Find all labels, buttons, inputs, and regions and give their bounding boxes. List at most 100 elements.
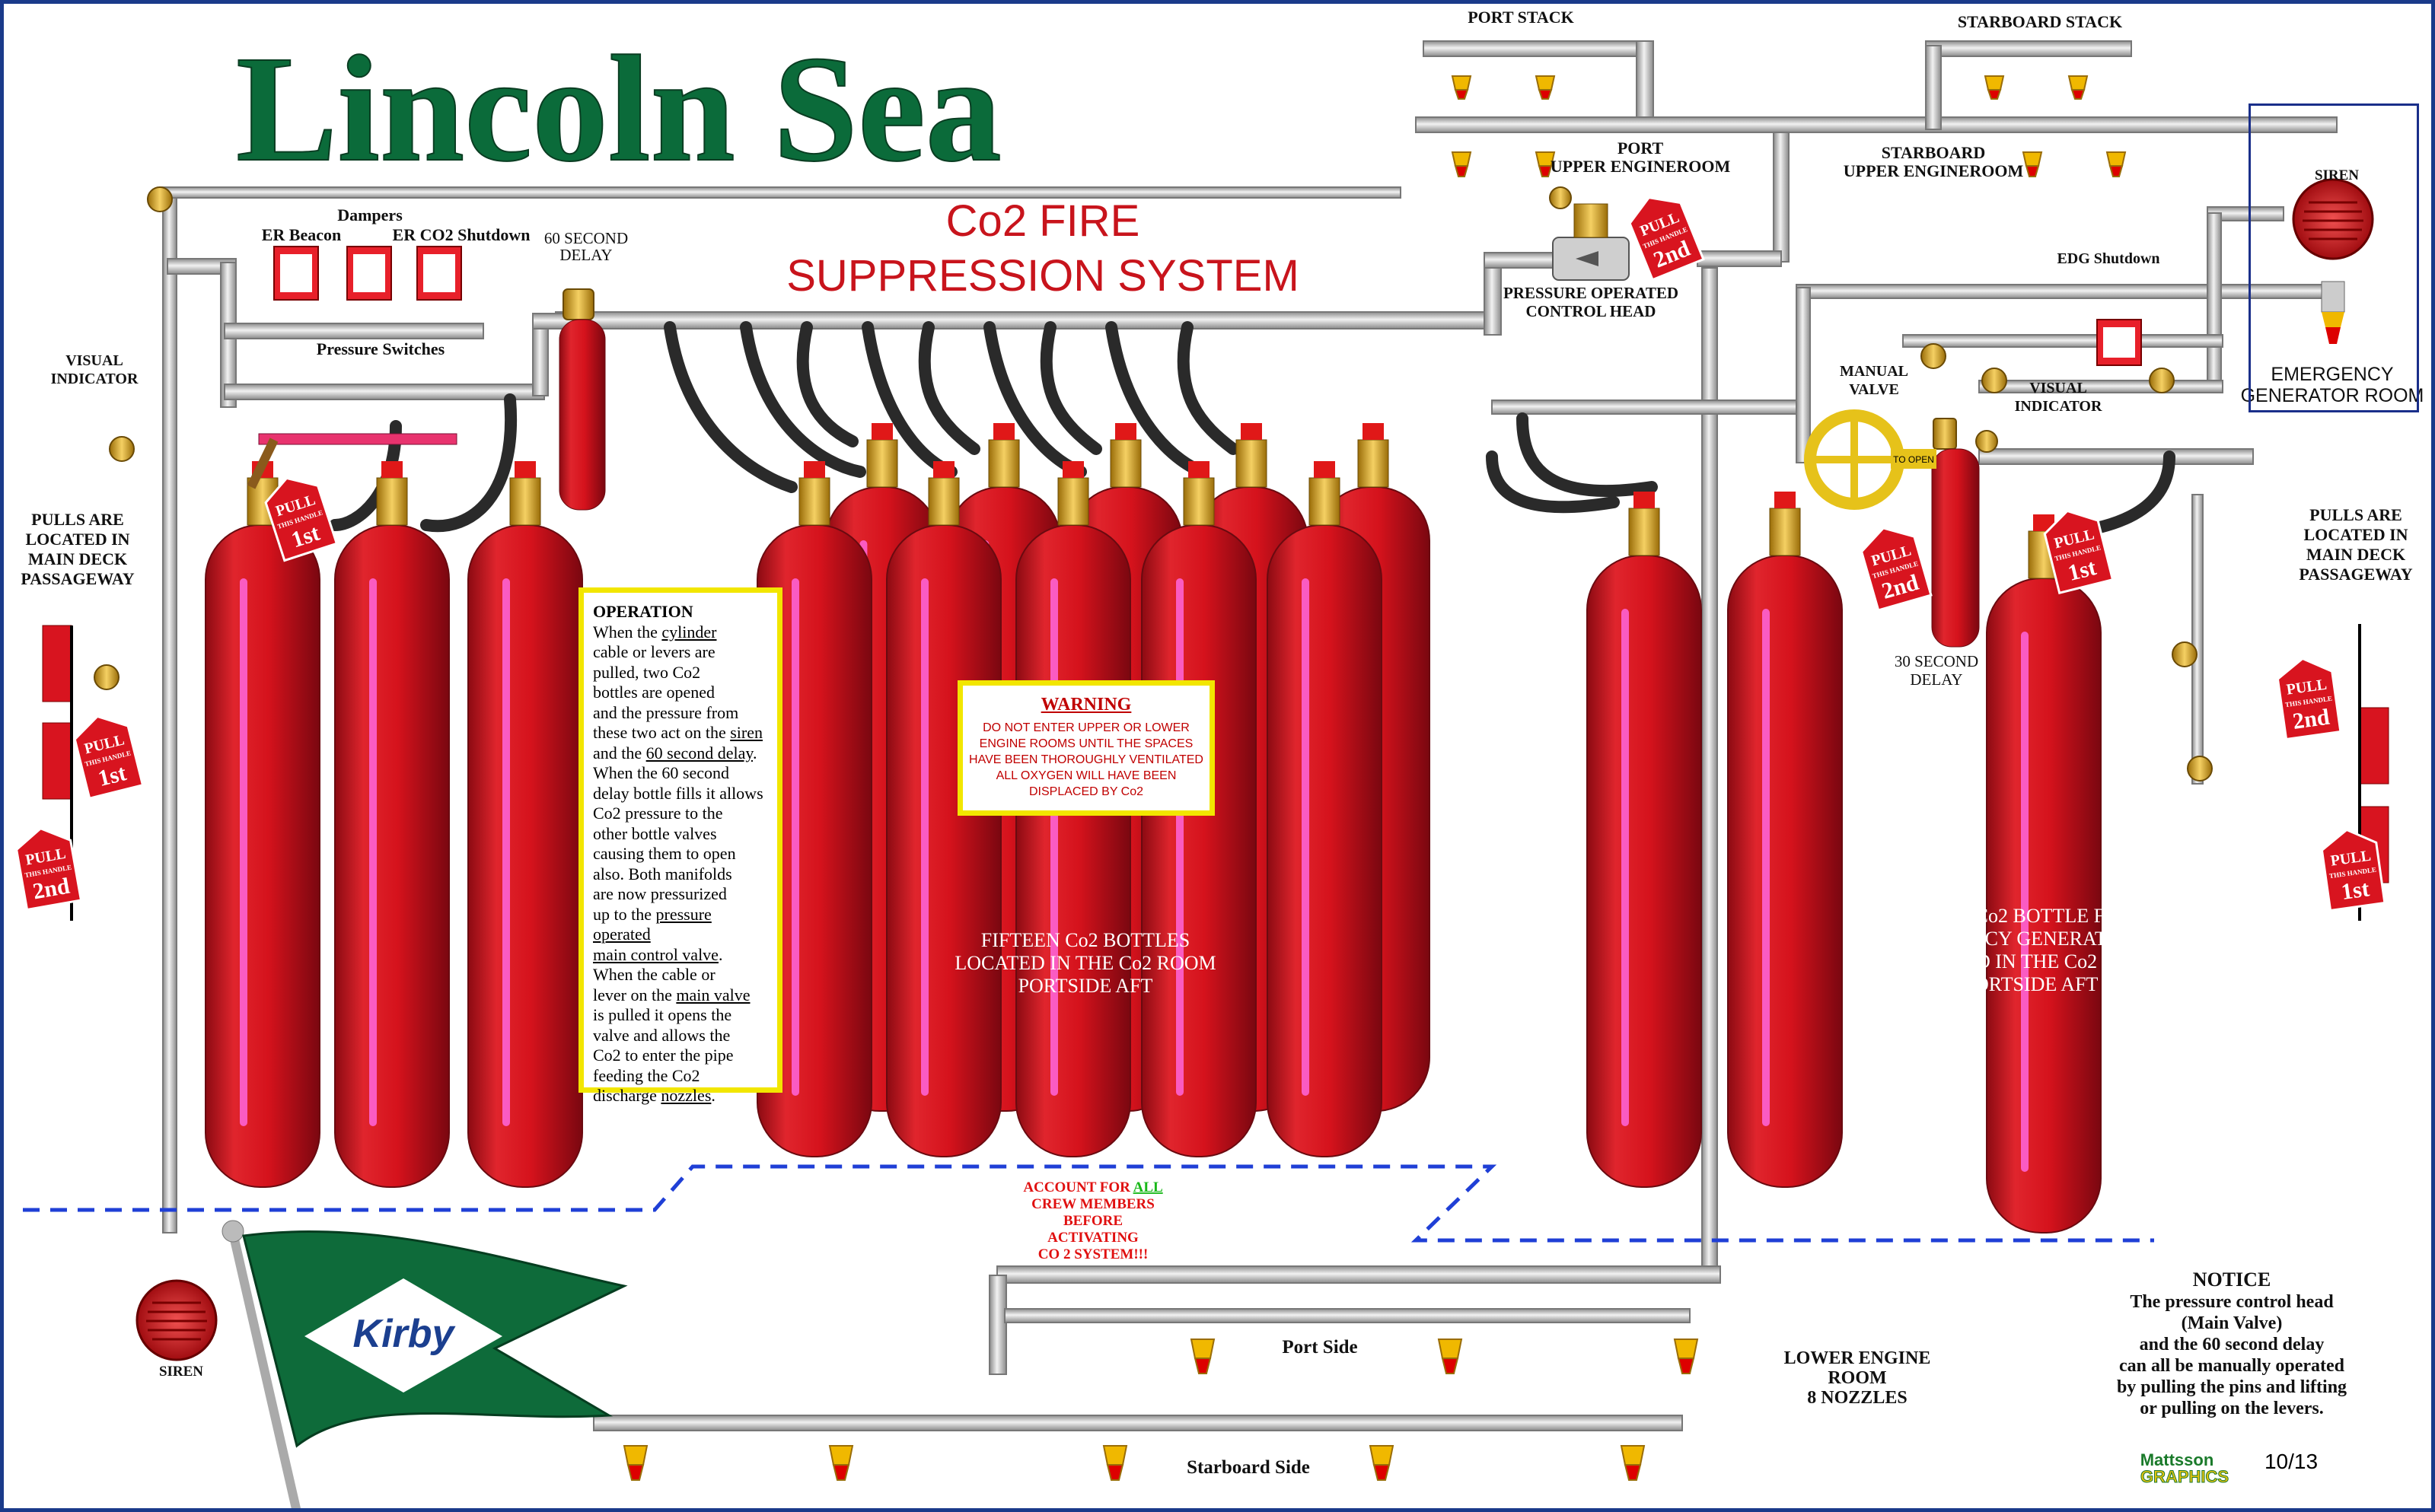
cylinder-valve [989,440,1019,487]
pressure-control-head[interactable] [1553,204,1629,280]
co2-cylinder [1587,555,1701,1187]
siren-left-label: SIREN [159,1364,203,1380]
operation-line: and the 60 second delay. [593,743,768,764]
co2-cylinder [206,525,320,1187]
pulls-right-3: MAIN DECK [2306,545,2405,564]
mattsson-logo-2: GRAPHICS [2140,1467,2229,1486]
cylinder-cap [1115,423,1136,440]
co2-cylinder [1142,525,1256,1157]
one-bottle-label-4: PORTSIDE AFT [1964,973,2099,995]
operation-text: When the cylindercable or levers arepull… [593,622,768,1106]
operation-line: these two act on the siren [593,723,768,743]
cylinder-highlight [502,578,510,1126]
delay-60-label-1: 60 SECOND [544,229,628,247]
delay-30-label-1: 30 SECOND [1895,652,1978,670]
pull-tag-order: 2nd [2291,704,2331,734]
cylinder-cap [804,461,825,478]
pulls-left-3: MAIN DECK [28,549,127,568]
cylinder-valve [1770,508,1800,555]
cylinder-highlight [1050,578,1058,1096]
pressure-head-label-2: CONTROL HEAD [1526,302,1656,320]
lower-er-label-3: 8 NOZZLES [1807,1388,1907,1408]
co2-cylinder [468,525,582,1187]
co2-cylinder [335,525,449,1187]
notice-line-4: and the 60 second delay [2140,1335,2325,1354]
operation-line: causing them to open [593,844,768,864]
manual-valve-label-1: MANUAL [1840,363,1908,380]
operation-line: lever on the main valve [593,985,768,1006]
stbd-upper-label-2: UPPER ENGINEROOM [1844,161,2024,180]
operation-line: and the pressure from [593,703,768,724]
cylinder-valve [1309,478,1340,525]
cylinder-highlight [2021,632,2029,1172]
operation-line: main control valve. [593,945,768,966]
visual-indicator-label-1: VISUAL [65,352,123,369]
pulls-left-1: PULLS ARE [31,510,124,529]
cylinder-valve [377,478,407,525]
warning-line: DISPLACED BY Co2 [963,784,1210,800]
pressure-head-label-1: PRESSURE OPERATED [1503,284,1678,302]
lower-nozzles [624,1339,1697,1480]
operation-line: other bottle valves [593,824,768,845]
operation-line: bottles are opened [593,683,768,703]
manual-lever-bar[interactable] [259,434,457,444]
cylinder-cap [381,461,403,478]
edg-shutdown-label: EDG Shutdown [2057,250,2159,267]
system-subtitle-1: Co2 FIRE [946,196,1140,246]
account-line-3: BEFORE [1063,1213,1123,1229]
cylinder-cap [872,423,893,440]
cylinder-valve [929,478,959,525]
pulls-left-2: LOCATED IN [25,530,129,549]
cylinder-highlight [921,578,929,1096]
fifteen-label-2: LOCATED IN THE Co2 ROOM [955,952,1216,974]
fifteen-label-3: PORTSIDE AFT [1018,975,1153,997]
cylinder-cap [1188,461,1210,478]
pulls-right-1: PULLS ARE [2309,505,2402,524]
emergency-generator-room-box [2249,103,2419,412]
cylinder-valve [1184,478,1214,525]
cylinder-cap [1063,461,1084,478]
co2-cylinder [887,525,1001,1157]
operation-line: discharge nozzles. [593,1086,768,1106]
cylinder-valve [1629,508,1659,555]
siren-left-icon [137,1281,216,1360]
notice-line-3: (Main Valve) [2182,1313,2283,1333]
operation-line: is pulled it opens the [593,1005,768,1026]
co2-cylinder [1728,555,1842,1187]
notice-line-6: by pulling the pins and lifting [2117,1377,2347,1397]
stbd-upper-label-1: STARBOARD [1882,143,1986,162]
operation-line: When the cylinder [593,622,768,643]
cylinder-valve [1358,440,1388,487]
operation-line: cable or levers are [593,642,768,663]
warning-line: DO NOT ENTER UPPER OR LOWER [963,720,1210,736]
cylinder-highlight [240,578,247,1126]
operation-line: also. Both manifolds [593,864,768,885]
operation-line: When the cable or [593,965,768,985]
cylinder-highlight [1762,609,1770,1126]
pressure-switches-label: Pressure Switches [317,339,445,358]
cylinder-cap [1363,423,1384,440]
manual-valve-wheel[interactable]: TO OPEN [1810,415,1936,504]
delay-60-cylinder [559,320,605,510]
manual-valve-label-2: VALVE [1849,381,1899,398]
cylinder-valve [1111,440,1141,487]
notice-line-7: or pulling on the levers. [2140,1399,2324,1418]
kirby-flag-logo: Kirby [222,1221,624,1512]
cylinder-highlight [792,578,799,1096]
operation-line: pulled, two Co2 [593,663,768,683]
cylinder-valve [1236,440,1267,487]
cylinder-cap [515,461,536,478]
kirby-wordmark: Kirby [353,1312,457,1356]
port-upper-label-2: UPPER ENGINEROOM [1551,157,1731,176]
date-label: 10/13 [2264,1450,2318,1473]
pull-tag-order: 1st [2340,876,2371,905]
cylinder-valve [799,478,830,525]
er-beacon-label: ER Beacon [262,225,342,244]
operation-line: Co2 to enter the pipe [593,1046,768,1066]
er-shutdown-label: ER CO2 Shutdown [393,225,531,244]
cylinder-cap [993,423,1015,440]
